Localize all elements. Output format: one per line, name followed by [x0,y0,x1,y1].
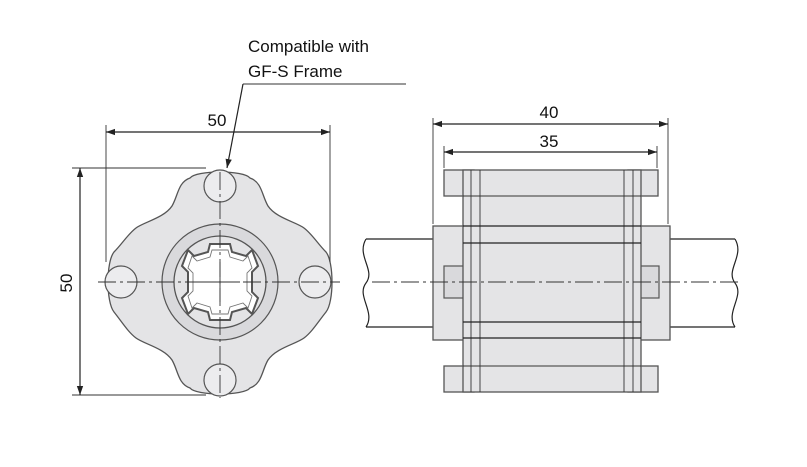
annotation-line1: Compatible with [248,37,369,56]
side-overall-dimension: 40 [432,103,669,224]
front-width-label: 50 [208,111,227,130]
frame-annotation: Compatible with GF-S Frame [225,37,406,169]
side-view [362,169,742,393]
splined-bore-inner [187,249,253,315]
shaft-break-right [731,238,739,328]
annotation-line2: GF-S Frame [248,62,342,81]
connector-body [462,169,642,393]
side-inner-dimension: 35 [443,132,658,168]
front-height-dimension: 50 [57,167,206,396]
shaft-break-left [362,238,370,328]
front-width-dimension: 50 [105,111,331,262]
side-overall-label: 40 [540,103,559,122]
front-height-label: 50 [57,274,76,293]
front-view [98,169,340,398]
side-inner-label: 35 [540,132,559,151]
